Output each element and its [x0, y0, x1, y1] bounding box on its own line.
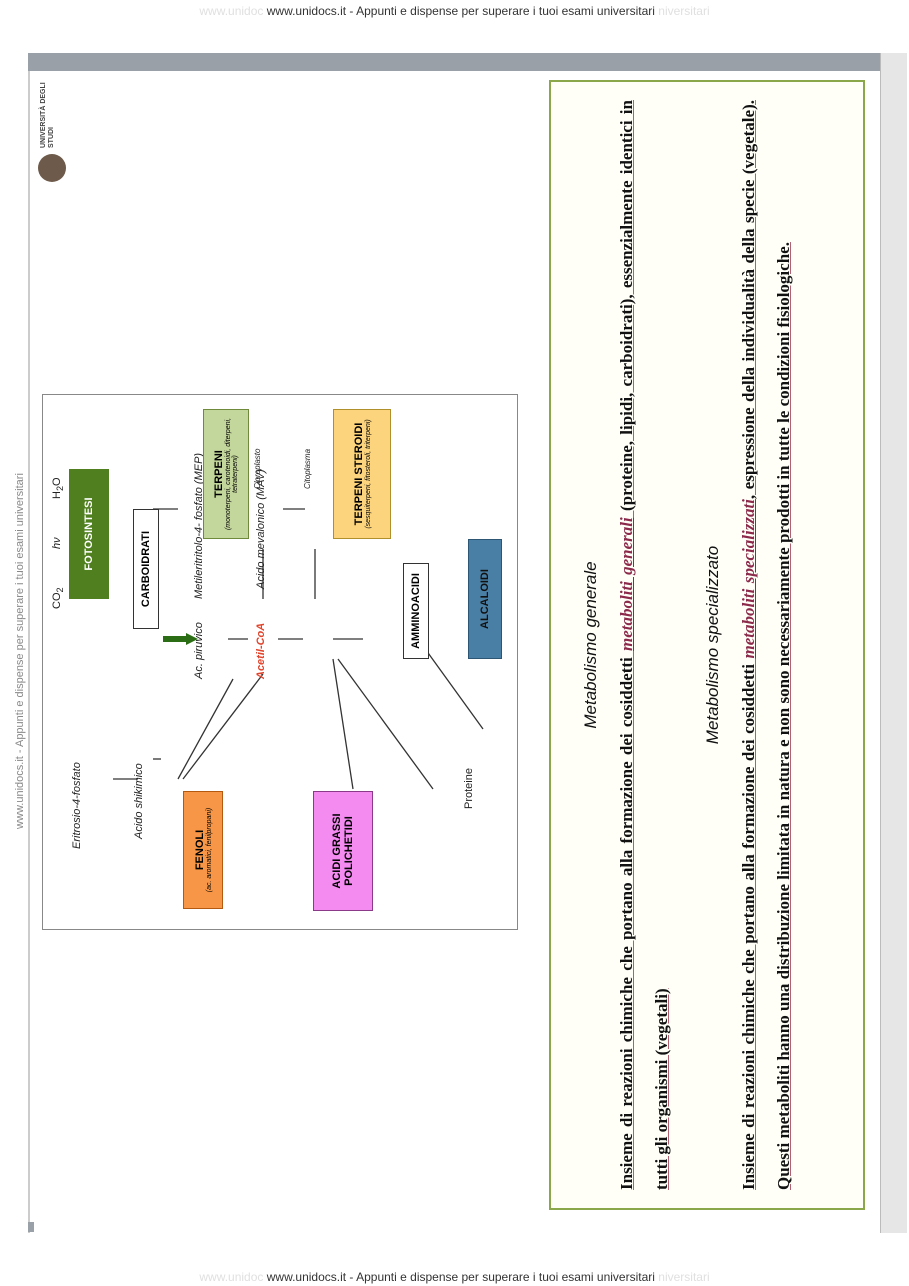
logo-seal-icon	[38, 154, 66, 182]
general-text-1: Insieme di reazioni chimiche che portano…	[617, 651, 636, 1190]
rotated-slide: UNIVERSITÀ DEGLI STUDI Metabolismo gener…	[34, 72, 880, 1232]
watermark-bottom-text: www.unidocs.it - Appunti e dispense per …	[266, 1270, 655, 1284]
watermark-top-text: www.unidocs.it - Appunti e dispense per …	[266, 4, 655, 18]
watermark-faint-right: niversitari	[658, 4, 710, 18]
co2-label: CO2	[51, 587, 65, 609]
ac-piruvico-label: Ac. piruvico	[193, 622, 205, 679]
terpeni-steroidi-box: TERPENI STEROIDI (sesquiterpeni, fitoste…	[333, 409, 391, 539]
fenoli-box: FENOLI (ac. aromatici, fenilpropani)	[183, 791, 223, 909]
acetil-coa-label: Acetil-CoA	[255, 622, 267, 679]
metabolism-diagram: CO2 hν H2O FOTOSINTESI CARBOIDRATI Eritr…	[42, 394, 518, 930]
hv-label: hν	[51, 537, 63, 549]
terpeni-1-sub: (monoterpeni, carotenoidi, diterpeni, te…	[225, 417, 239, 531]
watermark-bottom: www.unidoc www.unidocs.it - Appunti e di…	[0, 1270, 909, 1284]
title-general: Metabolismo generale	[581, 561, 600, 729]
terpeni-1-label: TERPENI	[213, 450, 225, 498]
ruler	[880, 53, 907, 1233]
co2-sub: 2	[55, 587, 66, 593]
carboidrati-box: CARBOIDRATI	[133, 509, 159, 629]
alcaloidi-box: ALCALOIDI	[468, 539, 502, 659]
university-logo: UNIVERSITÀ DEGLI STUDI	[38, 82, 68, 182]
fotosintesi-box: FOTOSINTESI	[69, 469, 109, 599]
co2-text: CO	[51, 592, 63, 610]
amminoacidi-label: AMMINOACIDI	[410, 573, 422, 649]
h2o-sub: 2	[55, 485, 66, 492]
terpeni-2-sub: (sesquiterpeni, fitosteroli, triterpeni)	[364, 419, 372, 529]
acidi-grassi-box: ACIDI GRASSI POLICHETIDI	[313, 791, 373, 911]
citoplasma-label: Citoplasma	[303, 448, 312, 489]
watermark-top: www.unidoc www.unidocs.it - Appunti e di…	[0, 4, 909, 18]
eritrosio-label: Eritrosio-4-fosfato	[71, 762, 83, 849]
watermark-faint-left: www.unidoc	[199, 4, 264, 18]
h2o-text: H	[51, 491, 63, 499]
paragraph-general: Insieme di reazioni chimiche che portano…	[609, 100, 679, 1190]
h2o-end: O	[51, 477, 63, 486]
terpeni-2-label: TERPENI STEROIDI	[352, 422, 365, 526]
carboidrati-label: CARBOIDRATI	[140, 530, 152, 608]
terpeni-box-1: TERPENI (monoterpeni, carotenoidi, diter…	[203, 409, 249, 539]
watermark-side: www.unidocs.it - Appunti e dispense per …	[14, 473, 26, 829]
general-term: metaboliti generali	[617, 517, 636, 651]
fotosintesi-label: FOTOSINTESI	[83, 497, 95, 571]
special-term: metaboliti specializzati	[739, 499, 758, 659]
watermark-bottom-faint-right: niversitari	[658, 1270, 710, 1284]
logo-text: UNIVERSITÀ DEGLI STUDI	[40, 82, 55, 148]
diagram-connectors	[113, 508, 484, 790]
special-text-1: Insieme di reazioni chimiche che portano…	[739, 658, 758, 1190]
proteine-label: Proteine	[463, 768, 475, 809]
slide-top-bar	[28, 53, 896, 71]
h2o-label: H2O	[51, 477, 65, 499]
alcaloidi-label: ALCALOIDI	[479, 569, 491, 629]
acido-shikimico-label: Acido shikimico	[133, 763, 145, 839]
amminoacidi-box: AMMINOACIDI	[403, 563, 429, 659]
definitions-box: Metabolismo generale Insieme di reazioni…	[549, 80, 865, 1210]
fenoli-sub: (ac. aromatici, fenilpropani)	[205, 807, 213, 893]
acido-mevalonico-label: Acido mevalonico (MAV)	[255, 469, 267, 589]
fenoli-label: FENOLI	[193, 829, 206, 871]
watermark-bottom-faint-left: www.unidoc	[199, 1270, 264, 1284]
paragraph-specialized: Insieme di reazioni chimiche che portano…	[731, 100, 801, 1190]
title-specialized: Metabolismo specializzato	[703, 545, 722, 745]
acidi-grassi-label: ACIDI GRASSI POLICHETIDI	[331, 813, 355, 889]
